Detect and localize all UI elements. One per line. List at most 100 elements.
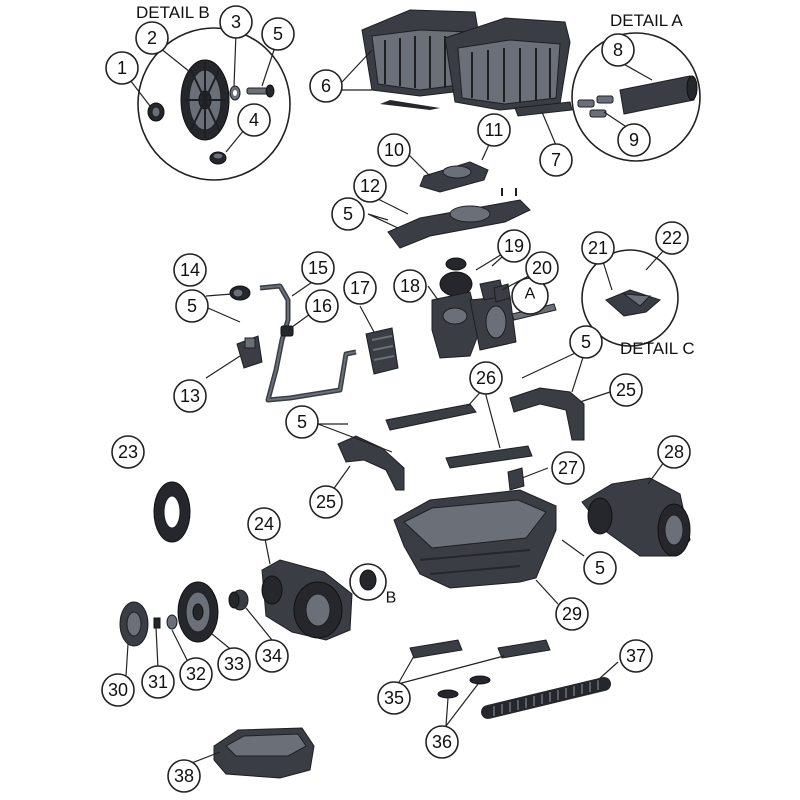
detail-a: DETAIL A	[571, 11, 701, 162]
washer	[229, 85, 241, 101]
callout-7: 7	[539, 143, 573, 177]
callout-33: 33	[217, 647, 251, 681]
svg-text:38: 38	[174, 766, 194, 786]
svg-text:17: 17	[350, 278, 370, 298]
svg-text:22: 22	[662, 228, 682, 248]
callout-5d: 5	[569, 325, 603, 359]
mid-rail-lower	[445, 445, 533, 469]
svg-text:32: 32	[186, 664, 206, 684]
side-bracket-left	[337, 435, 405, 491]
svg-text:20: 20	[532, 258, 552, 278]
svg-text:25: 25	[316, 492, 336, 512]
handle-bar	[514, 101, 573, 117]
impeller-small	[445, 257, 467, 271]
svg-text:36: 36	[432, 732, 452, 752]
svg-text:29: 29	[562, 604, 582, 624]
detail-c: DETAIL C	[581, 249, 695, 358]
callout-9: 9	[617, 123, 651, 157]
small-washer	[166, 614, 178, 630]
callout-16: 16	[305, 289, 339, 323]
svg-text:2: 2	[147, 28, 157, 48]
brush-roller	[481, 677, 611, 719]
main-body	[393, 489, 557, 589]
pump-motor	[431, 271, 517, 359]
callout-27: 27	[551, 451, 585, 485]
top-plate	[387, 188, 531, 249]
small-screw	[153, 617, 161, 629]
svg-text:37: 37	[626, 646, 646, 666]
callout-26: 26	[469, 361, 503, 395]
mid-rail-upper	[385, 403, 477, 431]
svg-text:5: 5	[595, 558, 605, 578]
callout-18: 18	[393, 269, 427, 303]
svg-text:5: 5	[297, 412, 307, 432]
callout-15: 15	[301, 251, 335, 285]
callout-37: 37	[619, 639, 653, 673]
float-sensor	[236, 335, 263, 369]
callout-28: 28	[657, 435, 691, 469]
svg-text:28: 28	[664, 442, 684, 462]
svg-text:5: 5	[273, 24, 283, 44]
filter-basket	[213, 727, 315, 779]
svg-text:31: 31	[148, 672, 168, 692]
svg-text:19: 19	[504, 236, 524, 256]
svg-text:9: 9	[629, 130, 639, 150]
drive-unit	[581, 477, 691, 557]
callout-5b: 5	[331, 197, 365, 231]
svg-text:33: 33	[224, 654, 244, 674]
detail-a-title: DETAIL A	[610, 11, 683, 30]
callouts: 1 2 3 4 5 6 7 8 9 10 11 12 5 13 14 5 15 …	[101, 5, 691, 793]
detail-c-title: DETAIL C	[620, 339, 695, 358]
svg-text:35: 35	[384, 688, 404, 708]
callout-5f: 5	[583, 551, 617, 585]
callout-11: 11	[477, 113, 511, 147]
callout-12: 12	[353, 169, 387, 203]
callout-6: 6	[309, 69, 343, 103]
svg-text:15: 15	[308, 258, 328, 278]
drive-gear	[180, 59, 230, 141]
top-cover-assembly	[361, 9, 571, 111]
impeller-blade	[605, 289, 661, 317]
svg-text:34: 34	[262, 646, 282, 666]
impeller-cover	[419, 161, 489, 193]
svg-text:5: 5	[581, 332, 591, 352]
callout-8: 8	[601, 33, 635, 67]
svg-text:13: 13	[180, 386, 200, 406]
bottom-rail-right	[497, 639, 551, 659]
handle-tube	[619, 75, 698, 115]
svg-text:11: 11	[485, 120, 504, 140]
detail-b-title: DETAIL B	[136, 3, 210, 22]
detail-b: DETAIL B	[136, 3, 291, 181]
tire	[153, 481, 191, 543]
svg-text:5: 5	[187, 296, 197, 316]
callout-25a: 25	[609, 373, 643, 407]
callout-17: 17	[343, 271, 377, 305]
side-bracket-right	[509, 387, 585, 441]
callout-23: 23	[111, 435, 145, 469]
svg-text:26: 26	[476, 368, 496, 388]
callout-10: 10	[377, 133, 411, 167]
callout-30: 30	[101, 673, 135, 707]
hub-cap	[119, 601, 149, 647]
detail-a-marker-label: A	[525, 286, 536, 303]
svg-text:14: 14	[180, 260, 200, 280]
callout-2: 2	[135, 21, 169, 55]
svg-text:18: 18	[400, 276, 420, 296]
callout-29: 29	[555, 597, 589, 631]
cable-gland	[229, 285, 251, 301]
callout-13: 13	[173, 379, 207, 413]
svg-text:23: 23	[118, 442, 138, 462]
wheel-hub	[177, 581, 219, 643]
callout-24: 24	[247, 507, 281, 541]
detail-b-marker-gear	[359, 569, 377, 591]
callout-36: 36	[425, 725, 459, 759]
callout-34: 34	[255, 639, 289, 673]
callout-21: 21	[581, 231, 615, 265]
detail-b-marker-label: B	[386, 590, 397, 607]
svg-text:4: 4	[249, 110, 259, 130]
callout-32: 32	[179, 657, 213, 691]
side-housing	[261, 559, 353, 641]
callout-19: 19	[497, 229, 531, 263]
svg-text:16: 16	[312, 296, 332, 316]
